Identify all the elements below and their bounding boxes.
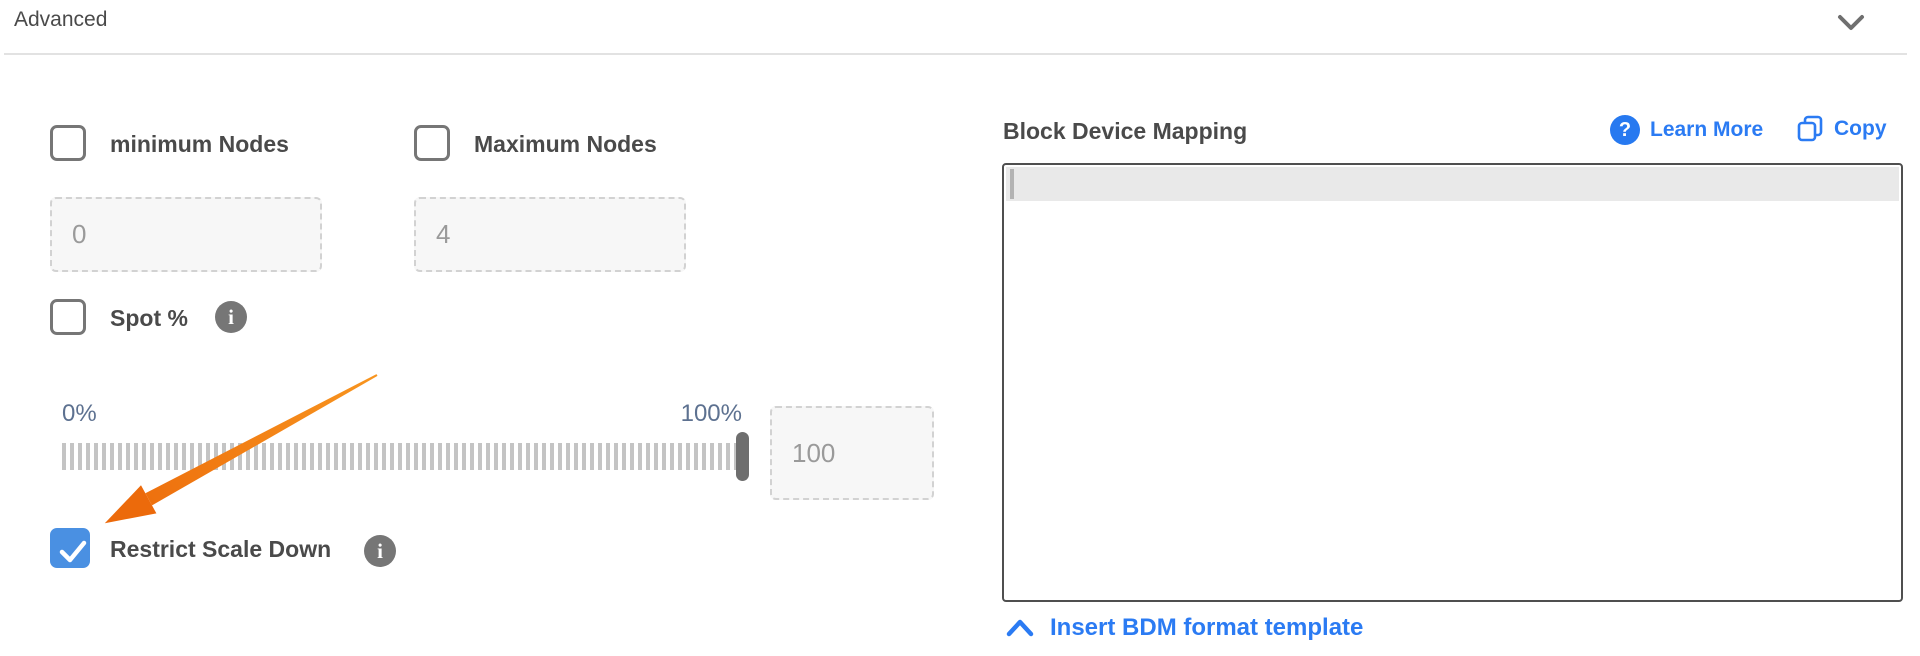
chevron-up-icon: [1006, 618, 1034, 638]
chevron-down-icon: [1836, 10, 1866, 34]
bdm-title: Block Device Mapping: [1003, 118, 1248, 144]
minimum-nodes-input[interactable]: [50, 197, 322, 272]
checkmark-icon: [53, 531, 87, 571]
question-circle-icon: ?: [1610, 115, 1640, 145]
insert-bdm-template-label: Insert BDM format template: [1050, 614, 1364, 641]
spot-percent-slider-track[interactable]: [62, 443, 736, 470]
spot-percent-slider-handle[interactable]: [736, 432, 749, 481]
section-divider: [4, 53, 1907, 55]
bdm-editor[interactable]: [1002, 163, 1903, 602]
restrict-scale-down-checkbox[interactable]: [50, 528, 90, 568]
section-title: Advanced: [14, 8, 108, 31]
copy-label: Copy: [1834, 117, 1887, 140]
restrict-info-icon[interactable]: i: [364, 535, 396, 567]
minimum-nodes-checkbox[interactable]: [50, 125, 86, 161]
slider-min-label: 0%: [62, 400, 97, 427]
maximum-nodes-checkbox[interactable]: [414, 125, 450, 161]
copy-button[interactable]: Copy: [1797, 115, 1887, 143]
restrict-scale-down-label: Restrict Scale Down: [110, 536, 332, 562]
insert-bdm-template-link[interactable]: Insert BDM format template: [1006, 614, 1363, 642]
spot-percent-label: Spot %: [110, 305, 188, 331]
minimum-nodes-label: minimum Nodes: [110, 131, 289, 157]
spot-info-icon[interactable]: i: [215, 301, 247, 333]
spot-percent-value-input[interactable]: [770, 406, 934, 500]
learn-more-label: Learn More: [1650, 118, 1764, 141]
editor-active-line: [1006, 167, 1899, 201]
maximum-nodes-input[interactable]: [414, 197, 686, 272]
maximum-nodes-label: Maximum Nodes: [474, 131, 657, 157]
slider-max-label: 100%: [680, 400, 742, 427]
editor-caret: [1010, 169, 1014, 199]
spot-percent-checkbox[interactable]: [50, 299, 86, 335]
collapse-section-button[interactable]: [1836, 10, 1866, 34]
copy-icon: [1797, 115, 1824, 143]
learn-more-link[interactable]: ? Learn More: [1610, 115, 1763, 145]
